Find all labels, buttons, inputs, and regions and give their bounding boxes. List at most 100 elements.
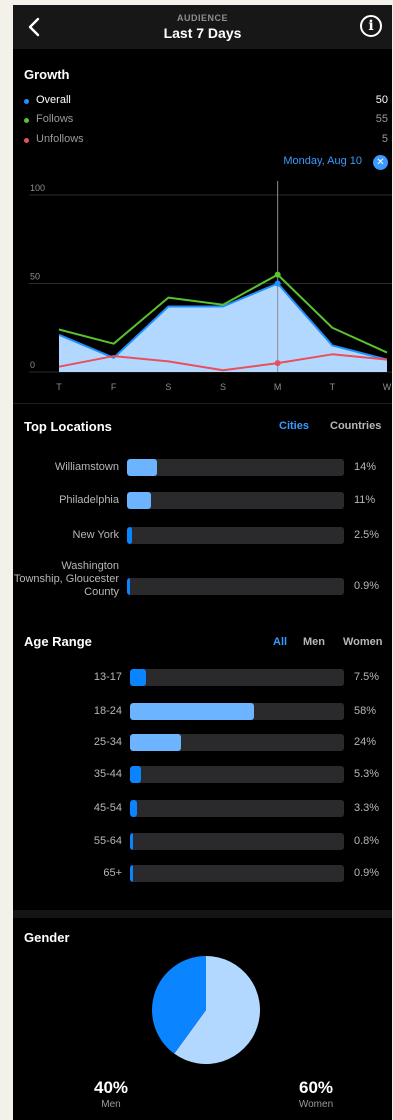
bar-track [130,865,344,882]
bar-label: 18-24 [93,705,122,717]
legend-value: 55 [375,113,388,125]
bar-label: 65+ [103,867,122,879]
bar-percent: 0.9% [354,867,380,879]
bar-label: Washington Township, Gloucester County [13,560,119,598]
bar-fill [127,578,130,595]
tab-all[interactable]: All [273,636,288,648]
bar-fill [130,734,182,751]
x-tick-label: S [220,382,226,392]
highlight-point [274,360,281,367]
bar-track [130,766,344,783]
nav-header: AUDIENCE Last 7 Days i [13,5,392,49]
age-range-title: Age Range [24,634,92,649]
bar-percent: 2.5% [354,529,380,541]
tab-men[interactable]: Men [303,636,325,648]
x-tick-label: T [56,382,62,392]
info-icon: i [368,18,374,34]
legend-row-follows[interactable]: Follows 55 [22,113,388,129]
bar-track [130,734,344,751]
y-tick-label: 0 [30,360,35,370]
bar-fill [130,766,142,783]
bar-label: 55-64 [93,835,122,847]
women-label: Women [298,1099,334,1110]
top-locations-title: Top Locations [24,419,112,434]
close-icon: ✕ [376,157,385,168]
page-title: Last 7 Days [163,25,242,41]
bar-label: Philadelphia [59,494,119,506]
bar-fill [130,800,138,817]
bar-label: 13-17 [93,671,122,683]
gender-title: Gender [24,930,70,945]
bar-percent: 58% [354,705,377,717]
bar-percent: 11% [354,494,376,506]
bar-percent: 5.3% [354,768,380,780]
audience-screen: AUDIENCE Last 7 Days i Growth Overall 50… [13,5,392,1120]
bar-percent: 7.5% [354,671,380,683]
legend-row-unfollows[interactable]: Unfollows 5 [22,133,388,149]
bar-label: New York [72,529,119,541]
bar-track [130,669,344,686]
growth-chart[interactable]: 100 50 0T F S S M T W [13,181,392,393]
x-tick-label: F [111,382,117,392]
x-tick-label: M [274,382,282,392]
tab-countries[interactable]: Countries [330,420,382,432]
bar-fill [130,833,133,850]
tab-women[interactable]: Women [343,636,383,648]
bar-track [127,578,344,595]
bar-fill [130,703,255,720]
men-percent: 40% [93,1078,129,1097]
legend-value: 50 [375,94,388,106]
bar-track [127,527,344,544]
x-tick-label: T [330,382,336,392]
bar-fill [127,492,151,509]
highlight-point [274,271,281,278]
highlight-point [274,280,281,287]
bar-percent: 0.8% [354,835,380,847]
legend-row-overall[interactable]: Overall 50 [22,94,388,110]
y-tick-label: 100 [30,183,45,193]
bar-track [130,800,344,817]
series-line [58,353,388,372]
header-supertitle: AUDIENCE [176,13,228,23]
divider [13,403,392,404]
overall-area [59,283,387,372]
pie-slice-women[interactable] [174,956,260,1064]
follows-dot-icon [24,118,29,123]
growth-title: Growth [24,67,70,82]
bar-fill [130,669,147,686]
overall-dot-icon [24,99,29,104]
legend-label: Unfollows [36,133,84,145]
bar-fill [127,527,133,544]
bar-fill [127,459,158,476]
bar-label: 25-34 [93,736,122,748]
back-button[interactable] [25,16,45,38]
unfollows-dot-icon [24,138,29,143]
legend-label: Overall [36,94,71,106]
bar-track [127,459,344,476]
clear-selection-button[interactable]: ✕ [373,155,388,170]
divider [13,910,392,918]
gender-pie-chart[interactable] [151,955,261,1065]
info-button[interactable]: i [360,15,382,37]
pie-slice-men[interactable] [152,956,206,1054]
selected-date: Monday, Aug 10 [283,155,362,167]
tab-cities[interactable]: Cities [279,420,309,432]
series-line [58,282,388,361]
legend-value: 5 [381,133,388,145]
x-tick-label: W [383,382,392,392]
chevron-left-icon [28,17,40,37]
bar-label: 35-44 [93,768,122,780]
x-tick-label: S [165,382,171,392]
bar-percent: 3.3% [354,802,380,814]
bar-track [130,703,344,720]
bar-fill [130,865,133,882]
bar-label: 45-54 [93,802,122,814]
bar-track [130,833,344,850]
bar-percent: 0.9% [354,580,380,592]
men-label: Men [101,1099,121,1110]
y-tick-label: 50 [30,272,40,282]
bar-percent: 24% [354,736,377,748]
legend-label: Follows [36,113,74,125]
bar-track [127,492,344,509]
bar-percent: 14% [354,461,377,473]
